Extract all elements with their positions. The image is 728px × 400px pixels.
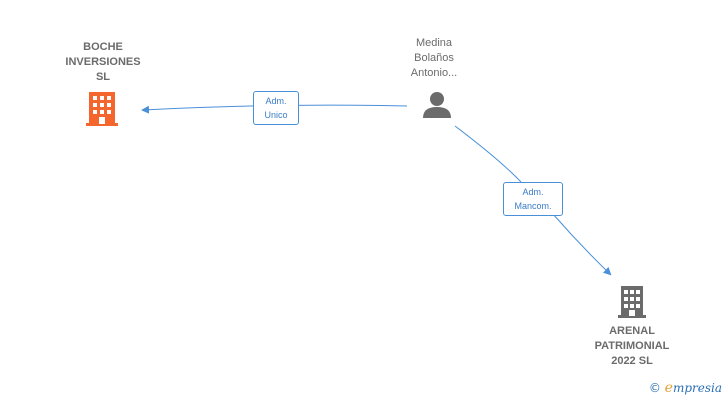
brand-initial: e	[664, 380, 673, 396]
company-label-boche[interactable]: BOCHE INVERSIONES SL	[65, 41, 141, 83]
building-icon[interactable]	[618, 286, 646, 323]
empresia-watermark: © empresia	[649, 380, 722, 396]
edge-line-medina-arenal	[454, 125, 610, 274]
person-label-medina[interactable]: Medina Bolaños Antonio...	[410, 37, 458, 79]
building-icon[interactable]	[86, 92, 118, 131]
brand-name: mpresia	[672, 381, 722, 395]
person-icon[interactable]	[422, 90, 452, 123]
edge-label-adm-unico: Adm. Unico	[253, 91, 299, 125]
copyright-symbol: ©	[648, 381, 661, 395]
company-label-arenal[interactable]: ARENAL PATRIMONIAL 2022 SL	[594, 325, 670, 367]
edge-label-adm-mancom: Adm. Mancom.	[503, 182, 563, 216]
